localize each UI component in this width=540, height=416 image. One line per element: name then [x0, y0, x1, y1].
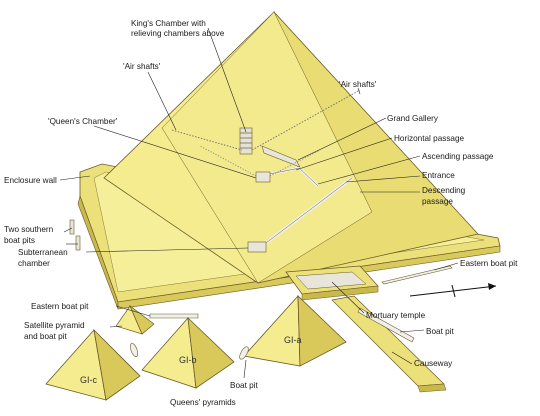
label-entrance: Entrance	[422, 171, 455, 180]
label-gi-a: GI-a	[284, 335, 302, 345]
label-ascending-passage: Ascending passage	[422, 152, 494, 161]
labels: King's Chamber with relieving chambers a…	[4, 19, 518, 407]
label-descending-passage-line1: Descending	[422, 186, 466, 195]
queens-boat-pits	[130, 343, 249, 360]
causeway	[331, 295, 447, 393]
label-two-southern-boat-pits-line1: Two southern	[4, 225, 54, 234]
southern-boat-pits	[69, 219, 81, 251]
north-arrow	[409, 283, 497, 298]
label-boat-pit-right: Boat pit	[426, 327, 454, 336]
queens-pyramid-gi-c	[45, 328, 141, 401]
label-gi-b: GI-b	[179, 355, 197, 365]
label-queens-chamber: 'Queen's Chamber'	[48, 117, 118, 126]
label-horizontal-passage: Horizontal passage	[394, 134, 465, 143]
mortuary-temple	[285, 265, 379, 301]
label-eastern-boat-pit-left: Eastern boat pit	[31, 302, 89, 311]
label-causeway: Causeway	[414, 359, 453, 368]
label-air-shafts-left: 'Air shafts'	[123, 62, 161, 71]
satellite-pyramid	[115, 304, 155, 335]
internal-passages	[171, 89, 361, 253]
label-eastern-boat-pit-right: Eastern boat pit	[460, 259, 518, 268]
eastern-boat-pit-right	[381, 265, 453, 285]
label-descending-passage-line2: passage	[422, 197, 453, 206]
queens-pyramid-gi-a	[243, 294, 347, 367]
leader-lines	[59, 27, 459, 379]
label-satellite-pyramid-line2: and boat pit	[24, 332, 68, 341]
label-air-shafts-right: 'Air shafts'	[339, 80, 377, 89]
label-subterranean-chamber-line2: chamber	[18, 259, 50, 268]
great-pyramid	[103, 10, 479, 284]
label-subterranean-chamber-line1: Subterranean	[18, 248, 68, 257]
label-grand-gallery: Grand Gallery	[387, 114, 439, 123]
label-boat-pit-bottom: Boat pit	[230, 381, 258, 390]
label-mortuary-temple: Mortuary temple	[366, 311, 426, 320]
queens-pyramid-gi-b	[141, 316, 235, 389]
boat-pit-causeway	[357, 307, 415, 343]
label-enclosure-wall: Enclosure wall	[4, 176, 57, 185]
label-queens-pyramids: Queens' pyramids	[170, 398, 236, 407]
label-kings-chamber-line1: King's Chamber with	[131, 19, 206, 28]
label-two-southern-boat-pits-line2: boat pits	[4, 236, 35, 245]
label-kings-chamber-line2: relieving chambers above	[131, 29, 225, 38]
label-gi-c: GI-c	[80, 375, 97, 385]
label-satellite-pyramid-line1: Satellite pyramid	[24, 321, 85, 330]
eastern-boat-pit-left	[149, 313, 199, 319]
